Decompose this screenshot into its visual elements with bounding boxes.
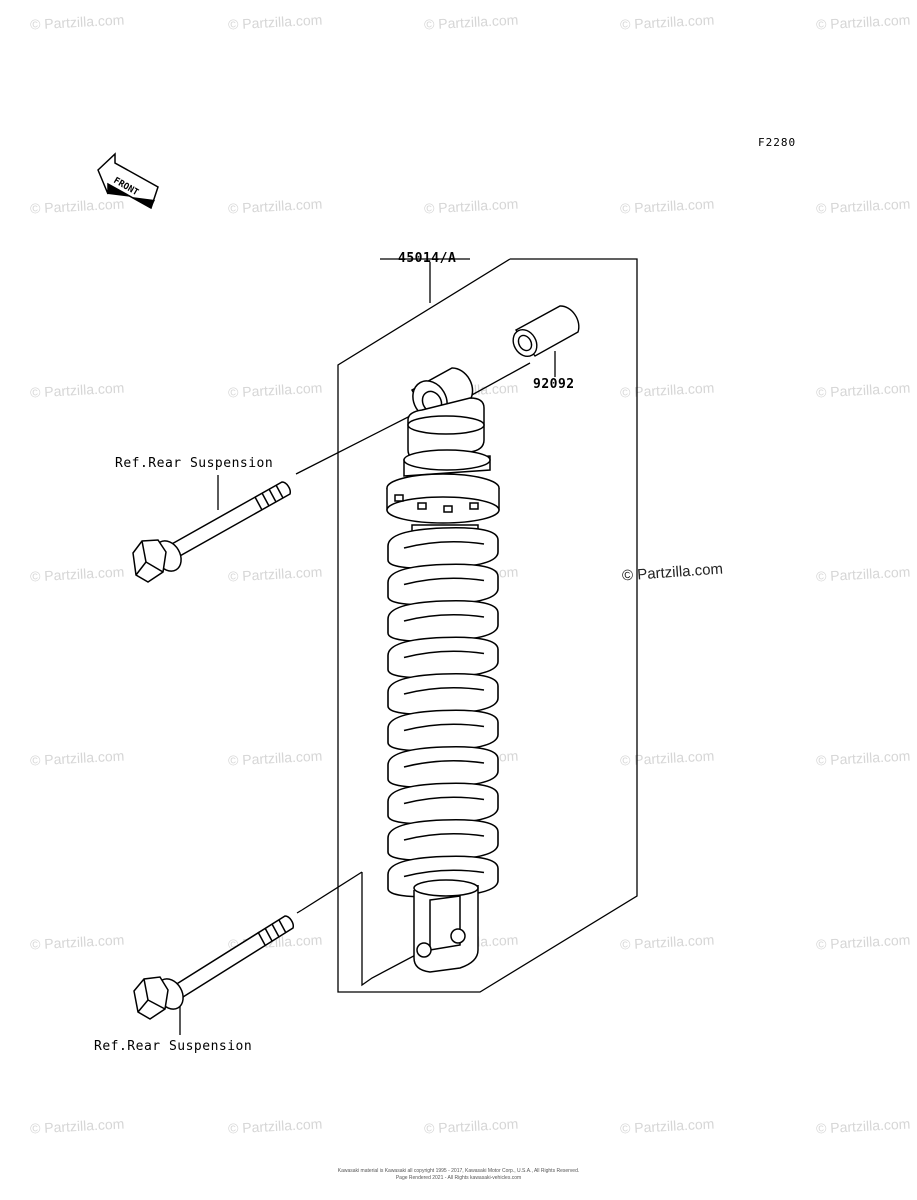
spring-coil-inner-edge — [403, 686, 485, 695]
spring-coil-inner-edge — [403, 869, 485, 878]
spring-coil-inner-edge — [403, 832, 485, 841]
bushing-part — [512, 305, 580, 358]
spring-coil-inner-edge — [403, 577, 485, 586]
part-number-shock-absorber[interactable]: 45014/A — [398, 251, 457, 266]
reference-lower-bolt[interactable]: Ref.Rear Suspension — [94, 1039, 253, 1054]
reference-upper-bolt[interactable]: Ref.Rear Suspension — [115, 456, 274, 471]
upper-bolt — [132, 481, 291, 583]
copyright-line-1: Kawasaki material is Kawasaki all copyri… — [337, 1168, 580, 1174]
copyright-notice: Kawasaki material is Kawasaki all copyri… — [0, 1168, 917, 1182]
front-arrow-icon: FRONT — [97, 152, 159, 210]
figure-code: F2280 — [758, 136, 797, 149]
coil-spring — [387, 526, 499, 898]
copyright-line-2: Page Rendered 2021 - All Rights kawasaki… — [395, 1175, 522, 1181]
shock-lower-mount — [413, 879, 479, 973]
spring-coil-inner-edge — [403, 796, 485, 805]
spring-coil-inner-edge — [403, 540, 485, 549]
lower-bolt — [133, 915, 294, 1020]
assembly-bracket — [337, 258, 638, 993]
spring-coil-inner-edge — [403, 613, 485, 622]
spring-coil-inner-edge — [403, 650, 485, 659]
spring-coil-inner-edge — [403, 759, 485, 768]
part-number-bushing[interactable]: 92092 — [533, 377, 575, 392]
spring-coil-inner-edge — [403, 723, 485, 732]
leader-lines — [179, 351, 556, 1035]
